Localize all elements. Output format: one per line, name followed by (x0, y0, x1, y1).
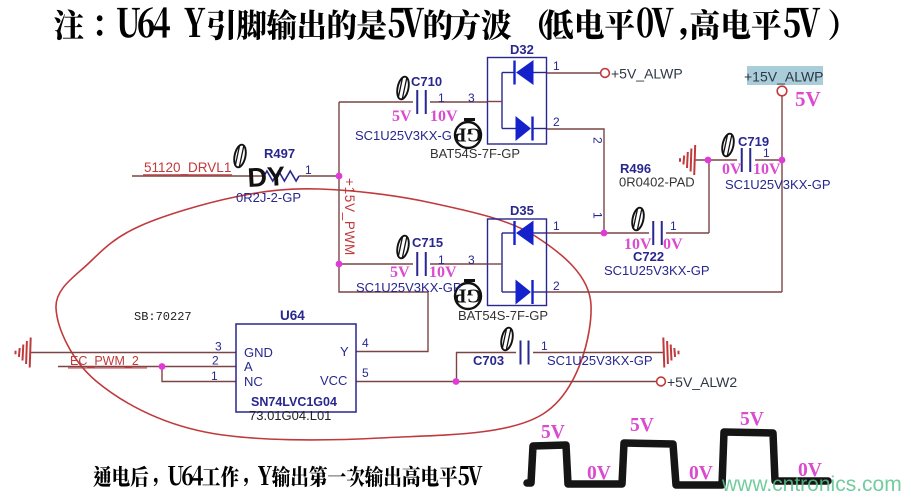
svg-text:DY: DY (247, 161, 286, 193)
svg-text:SC1U25V3KX-GP: SC1U25V3KX-GP (604, 263, 710, 278)
svg-text:2: 2 (591, 137, 605, 144)
svg-text:2: 2 (553, 279, 560, 293)
svg-text:0V: 0V (798, 460, 822, 481)
svg-text:1: 1 (438, 91, 445, 105)
svg-text:GP: GP (454, 124, 482, 146)
svg-text:SC1U25V3KX-GP: SC1U25V3KX-GP (356, 280, 462, 295)
svg-text:1: 1 (763, 146, 770, 160)
svg-text:C710: C710 (411, 74, 442, 89)
svg-text:C715: C715 (412, 235, 443, 250)
svg-text:BAT54S-7F-GP: BAT54S-7F-GP (458, 308, 548, 323)
svg-text:5V: 5V (795, 87, 821, 111)
svg-text:1: 1 (541, 339, 548, 353)
svg-text:1: 1 (305, 163, 312, 177)
svg-text:SB:70227: SB:70227 (134, 310, 192, 324)
svg-text:5V: 5V (541, 422, 565, 443)
svg-text:0R2J-2-GP: 0R2J-2-GP (236, 190, 301, 205)
svg-text:5V: 5V (392, 108, 412, 125)
svg-text:5V: 5V (630, 415, 654, 436)
svg-text:1: 1 (211, 369, 218, 383)
svg-text:51120_DRVL1: 51120_DRVL1 (144, 160, 231, 175)
svg-text:5V: 5V (390, 264, 410, 281)
svg-text:+5V_ALW2: +5V_ALW2 (667, 374, 737, 390)
svg-text:5: 5 (362, 366, 369, 380)
svg-text:1: 1 (553, 219, 560, 233)
svg-text:3: 3 (215, 340, 222, 354)
svg-text:GP: GP (454, 285, 482, 307)
svg-text:1: 1 (591, 212, 605, 219)
svg-text:+5V_ALWP: +5V_ALWP (611, 66, 683, 82)
svg-text:1: 1 (438, 253, 445, 267)
svg-text:SC1U25V3KX-GP: SC1U25V3KX-GP (725, 177, 831, 192)
svg-text:C703: C703 (473, 353, 504, 368)
svg-text:D32: D32 (510, 42, 534, 57)
svg-text:+15V_PWM: +15V_PWM (342, 178, 357, 256)
svg-text:1: 1 (553, 59, 560, 73)
svg-text:SN74LVC1G04: SN74LVC1G04 (251, 395, 337, 409)
svg-text:1: 1 (670, 219, 677, 233)
svg-text:5V: 5V (740, 409, 764, 430)
svg-text:www.cntronics.com: www.cntronics.com (721, 473, 902, 496)
svg-text:C719: C719 (738, 134, 769, 149)
svg-text:D35: D35 (510, 203, 534, 218)
svg-text:4: 4 (362, 336, 369, 350)
svg-text:0R0402-PAD: 0R0402-PAD (619, 175, 695, 190)
svg-text:+15V_ALWP: +15V_ALWP (744, 69, 824, 85)
svg-text:SC1U25V3KX-G: SC1U25V3KX-G (355, 128, 452, 143)
svg-text:EC_PWM_2: EC_PWM_2 (70, 354, 139, 368)
svg-text:10V: 10V (753, 161, 781, 178)
svg-text:SC1U25V3KX-GP: SC1U25V3KX-GP (547, 353, 653, 368)
svg-text:A: A (244, 359, 253, 374)
svg-text:NC: NC (244, 374, 263, 389)
svg-text:0V: 0V (663, 236, 683, 253)
svg-text:3: 3 (468, 91, 475, 105)
svg-text:0V: 0V (722, 161, 742, 178)
svg-text:2: 2 (212, 354, 219, 368)
svg-text:10V: 10V (429, 264, 457, 281)
svg-text:Y: Y (340, 344, 349, 359)
svg-text:C722: C722 (633, 249, 664, 264)
svg-text:10V: 10V (624, 236, 652, 253)
svg-text:R496: R496 (620, 161, 651, 176)
svg-text:R497: R497 (264, 146, 295, 161)
svg-text:73.01G04.L01: 73.01G04.L01 (249, 408, 331, 423)
svg-text:U64: U64 (280, 308, 305, 323)
svg-text:0V: 0V (587, 463, 611, 484)
svg-text:0V: 0V (689, 463, 713, 484)
svg-text:2: 2 (553, 115, 560, 129)
svg-text:10V: 10V (430, 108, 458, 125)
svg-text:VCC: VCC (320, 373, 347, 388)
svg-text:3: 3 (468, 253, 475, 267)
svg-text:GND: GND (244, 345, 273, 360)
svg-text:BAT54S-7F-GP: BAT54S-7F-GP (430, 146, 520, 161)
